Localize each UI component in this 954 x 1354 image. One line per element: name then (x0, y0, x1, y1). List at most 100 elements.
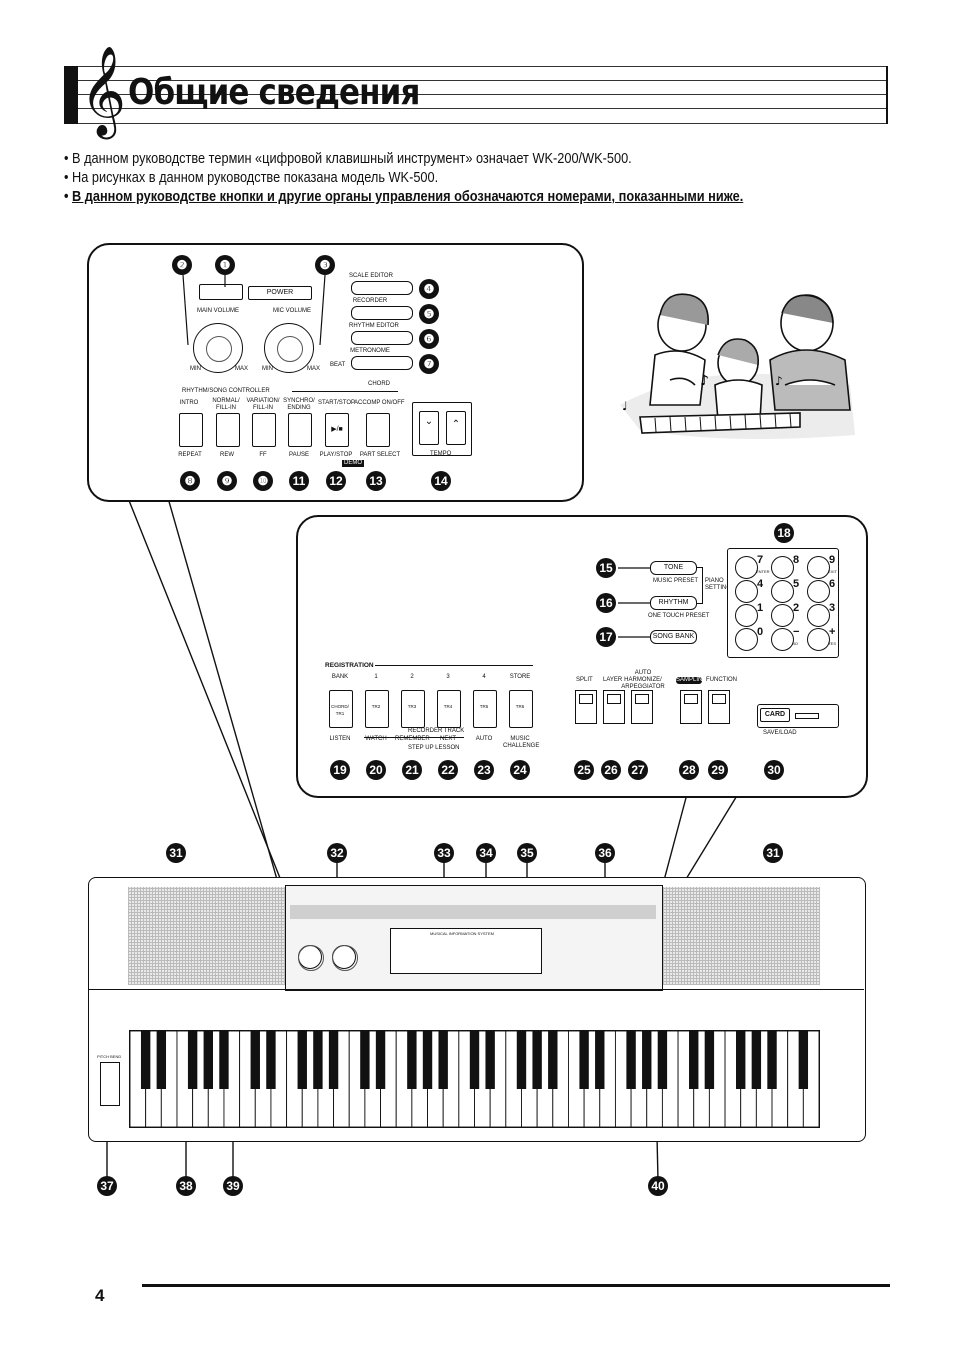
mic-volume-min: MIN (262, 366, 273, 372)
normal-fill-in-button[interactable] (216, 413, 240, 447)
callout-29: 29 (708, 760, 728, 780)
numpad-key[interactable] (771, 580, 794, 603)
accomp-on-off-button[interactable] (366, 413, 390, 447)
registration-button-label: CHORD/ TR1 (331, 704, 349, 716)
numpad-key[interactable] (771, 604, 794, 627)
black-key (579, 1031, 589, 1089)
numpad-key-label: 5 (793, 578, 800, 590)
display-caption: MUSICAL INFORMATION SYSTEM (430, 931, 495, 936)
numpad-key[interactable] (807, 604, 830, 627)
black-key (328, 1031, 339, 1089)
ctrl-top-label: VARIATION/ FILL-IN (246, 398, 280, 411)
numpad-key[interactable] (807, 580, 830, 603)
intro-bullets: • В данном руководстве термин «цифровой … (64, 150, 743, 207)
numpad-key[interactable] (771, 628, 794, 651)
split-button[interactable] (575, 690, 597, 724)
rhythm-song-controller-label: RHYTHM/SONG CONTROLLER (182, 388, 270, 394)
black-key (375, 1031, 386, 1089)
rhythm-button[interactable]: RHYTHM (650, 596, 697, 610)
registration-bottom-label: REMEMBER (395, 736, 430, 742)
card-button[interactable]: CARD (760, 708, 790, 722)
numpad-key[interactable] (735, 604, 758, 627)
numpad-key[interactable] (735, 628, 758, 651)
mini-mic-volume-knob (332, 945, 358, 971)
footer-rule (142, 1284, 890, 1287)
page-title: Общие сведения (128, 72, 420, 113)
numpad-key[interactable] (735, 556, 758, 579)
numpad-key-label: 3 (829, 602, 836, 614)
arpeggiator-button[interactable] (631, 690, 653, 724)
callout-8: ❽ (180, 471, 200, 491)
numpad-key[interactable] (807, 556, 830, 579)
registration-button[interactable] (365, 690, 389, 728)
callout-36: 36 (595, 843, 615, 863)
callout-7: ❼ (419, 354, 439, 374)
registration-button-label: TR4 (443, 704, 453, 709)
controller-rule (292, 391, 398, 392)
black-key (140, 1031, 151, 1089)
registration-button[interactable] (329, 690, 353, 728)
numpad-key-label: 8 (793, 554, 800, 566)
registration-button[interactable] (401, 690, 425, 728)
ctrl-bottom-label: PAUSE (289, 452, 309, 458)
black-key (250, 1031, 260, 1089)
numpad-key[interactable] (771, 556, 794, 579)
numpad-key-label: − (793, 626, 800, 638)
main-volume-knob[interactable] (193, 323, 243, 373)
sampling-button[interactable] (680, 690, 702, 724)
callout-25: 25 (574, 760, 594, 780)
registration-top-label: 2 (410, 674, 414, 680)
synchro-ending-button[interactable] (288, 413, 312, 447)
callout-18: 18 (774, 523, 794, 543)
tone-button[interactable]: TONE (650, 561, 697, 575)
registration-button[interactable] (473, 690, 497, 728)
registration-button-label: TR6 (515, 704, 525, 709)
rhythm-editor-button[interactable] (351, 331, 413, 345)
mic-volume-knob[interactable] (264, 323, 314, 373)
song-bank-button[interactable]: SONG BANK (650, 630, 697, 644)
black-key (485, 1031, 495, 1089)
metronome-button[interactable] (351, 356, 413, 370)
tempo-down-button[interactable]: ⌄ (419, 411, 439, 445)
recorder-button[interactable] (351, 306, 413, 320)
scale-editor-button[interactable] (351, 281, 413, 295)
scale-editor-label: SCALE EDITOR (349, 273, 393, 279)
registration-bottom-label: NEXT (439, 736, 456, 742)
function-label: FUNCTION (706, 677, 737, 683)
registration-button[interactable] (509, 690, 533, 728)
power-button[interactable] (199, 284, 243, 300)
pitch-bend-label: PITCH BEND (97, 1054, 122, 1059)
numpad-key-label: 0 (757, 626, 764, 638)
numpad-key[interactable] (735, 580, 758, 603)
numpad-key-label: 4 (757, 578, 764, 590)
black-key (156, 1031, 167, 1089)
lcd-display (390, 928, 542, 974)
numpad-key[interactable] (807, 628, 830, 651)
sampling-label: SAMPLING (676, 677, 708, 684)
callout-23: 23 (474, 760, 494, 780)
black-key (532, 1031, 542, 1089)
ctrl-top-label: SYNCHRO/ ENDING (283, 398, 315, 411)
mic-volume-max: MAX (307, 366, 321, 372)
black-key (360, 1031, 370, 1089)
function-button[interactable] (708, 690, 730, 724)
svg-text:♪: ♪ (775, 374, 783, 388)
arpeggiator-label: AUTO HARMONIZE/ ARPEGGIATOR (621, 670, 665, 690)
start-stop-button[interactable]: ▶/■ (325, 413, 349, 447)
registration-button-label: TR5 (479, 704, 489, 709)
callout-14: 14 (431, 471, 451, 491)
main-volume-label: MAIN VOLUME (196, 308, 239, 314)
metronome-label: METRONOME (350, 348, 390, 354)
callout-leader-lines-tone (618, 567, 650, 638)
layer-button[interactable] (603, 690, 625, 724)
callout-2: ❷ (172, 255, 192, 275)
ctrl-bottom-label: PART SELECT (359, 452, 401, 458)
tempo-up-button[interactable]: ⌃ (446, 411, 466, 445)
registration-button[interactable] (437, 690, 461, 728)
callout-40: 40 (648, 1176, 668, 1196)
variation-fill-in-button[interactable] (252, 413, 276, 447)
intro-button[interactable] (179, 413, 203, 447)
black-key (187, 1031, 198, 1089)
registration-button-label: TR3 (407, 704, 417, 709)
black-key (595, 1031, 605, 1089)
